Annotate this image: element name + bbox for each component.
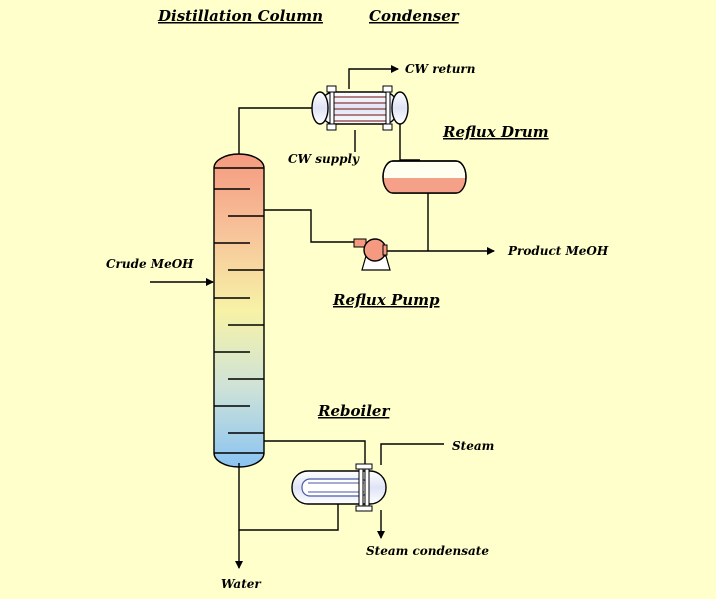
product-meoh-label: Product MeOH xyxy=(507,244,609,258)
crude-meoh-label: Crude MeOH xyxy=(106,257,194,271)
condenser-heading: Condenser xyxy=(369,7,460,25)
distillation-column xyxy=(213,153,265,468)
reflux-drum-heading: Reflux Drum xyxy=(442,123,549,141)
reflux-return-line xyxy=(264,209,356,243)
reflux-pump xyxy=(353,238,391,271)
reboiler-heading: Reboiler xyxy=(317,402,390,420)
reboiler-return-line xyxy=(238,463,339,531)
reflux-drum xyxy=(382,160,467,194)
steam-condensate-label: Steam condensate xyxy=(366,544,489,558)
cw-supply-label: CW supply xyxy=(288,152,360,166)
condensate-line xyxy=(399,124,420,161)
reboiler-feed-line xyxy=(264,440,366,468)
distillation-column-heading: Distillation Column xyxy=(157,7,323,25)
water-label: Water xyxy=(221,577,262,591)
condenser xyxy=(311,85,409,131)
cw-return-label: CW return xyxy=(405,62,475,76)
steam-inlet-line xyxy=(380,443,444,465)
overhead-vapour-line xyxy=(238,107,312,154)
reboiler xyxy=(291,463,387,512)
reflux-pump-heading: Reflux Pump xyxy=(332,291,440,309)
cw-return-arrow xyxy=(348,65,399,89)
steam-label: Steam xyxy=(452,439,494,453)
